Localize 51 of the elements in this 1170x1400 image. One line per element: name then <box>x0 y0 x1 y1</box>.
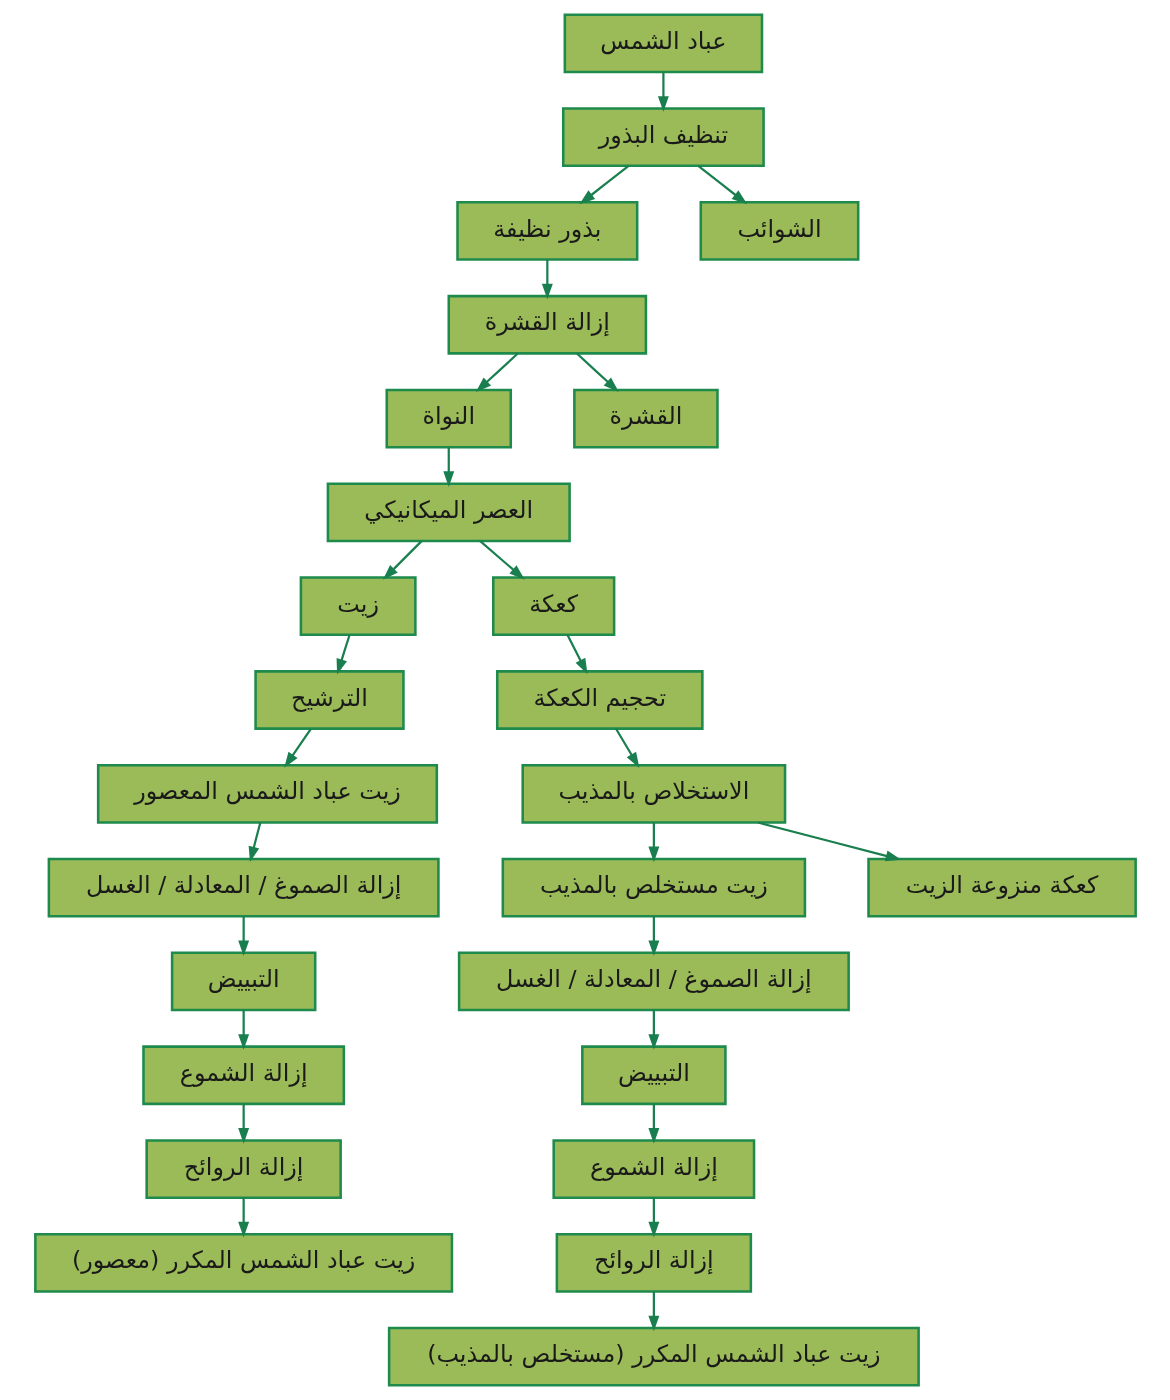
node-box: زيت <box>299 576 417 637</box>
arrow <box>566 634 588 675</box>
node-box: كعكة <box>491 576 615 637</box>
arrow <box>757 821 901 862</box>
node-box: تنظيف البذور <box>561 107 765 168</box>
arrow <box>614 728 639 768</box>
node-box: التبييض <box>580 1045 727 1106</box>
node-box: تحجيم الكعكة <box>495 670 704 730</box>
node-box: الترشيح <box>253 670 405 730</box>
arrow <box>697 165 747 205</box>
node-box: إزالة الروائح <box>144 1139 342 1199</box>
arrow <box>575 352 619 393</box>
arrow <box>475 352 519 393</box>
node-box: كعكة منزوعة الزيت <box>866 857 1137 918</box>
arrow <box>237 1197 249 1238</box>
arrow <box>382 540 422 580</box>
arrow <box>647 1010 659 1050</box>
arrow <box>237 1104 249 1144</box>
arrow <box>657 72 669 112</box>
node-box: التبييض <box>170 951 316 1012</box>
node-box: إزالة الشموع <box>141 1045 345 1106</box>
node-box: إزالة الصموغ / المعادلة / الغسل <box>457 951 850 1012</box>
arrow <box>283 728 312 768</box>
node-box: إزالة الصموغ / المعادلة / الغسل <box>47 857 440 918</box>
arrow <box>647 1197 659 1238</box>
arrow <box>647 916 659 957</box>
arrow <box>479 540 525 580</box>
node-box: العصر الميكانيكي <box>326 482 571 543</box>
node-box: زيت عباد الشمس المعصور <box>96 763 438 824</box>
node-box: إزالة الشموع <box>551 1139 755 1199</box>
arrow <box>647 1104 659 1144</box>
arrow <box>541 259 553 300</box>
node-box: بذور نظيفة <box>455 201 638 261</box>
node-box: إزالة القشرة <box>447 294 647 355</box>
arrow <box>442 447 454 487</box>
arrow <box>579 165 629 205</box>
node-box: الاستخلاص بالمذيب <box>520 763 786 824</box>
arrow <box>248 822 261 863</box>
node-box: زيت عباد الشمس المكرر (مستخلص بالمذيب) <box>387 1326 920 1387</box>
arrow <box>336 634 351 675</box>
node-box: زيت عباد الشمس المكرر (معصور) <box>33 1232 453 1293</box>
node-box: عباد الشمس <box>563 13 763 74</box>
node-box: إزالة الروائح <box>555 1232 752 1293</box>
node-box: القشرة <box>572 388 719 449</box>
node-box: الشوائب <box>699 201 859 261</box>
arrow <box>647 1291 659 1332</box>
arrow <box>237 1010 249 1050</box>
node-box: النواة <box>385 388 512 449</box>
arrow <box>647 822 659 863</box>
node-box: زيت مستخلص بالمذيب <box>501 857 806 918</box>
arrow <box>237 916 249 957</box>
